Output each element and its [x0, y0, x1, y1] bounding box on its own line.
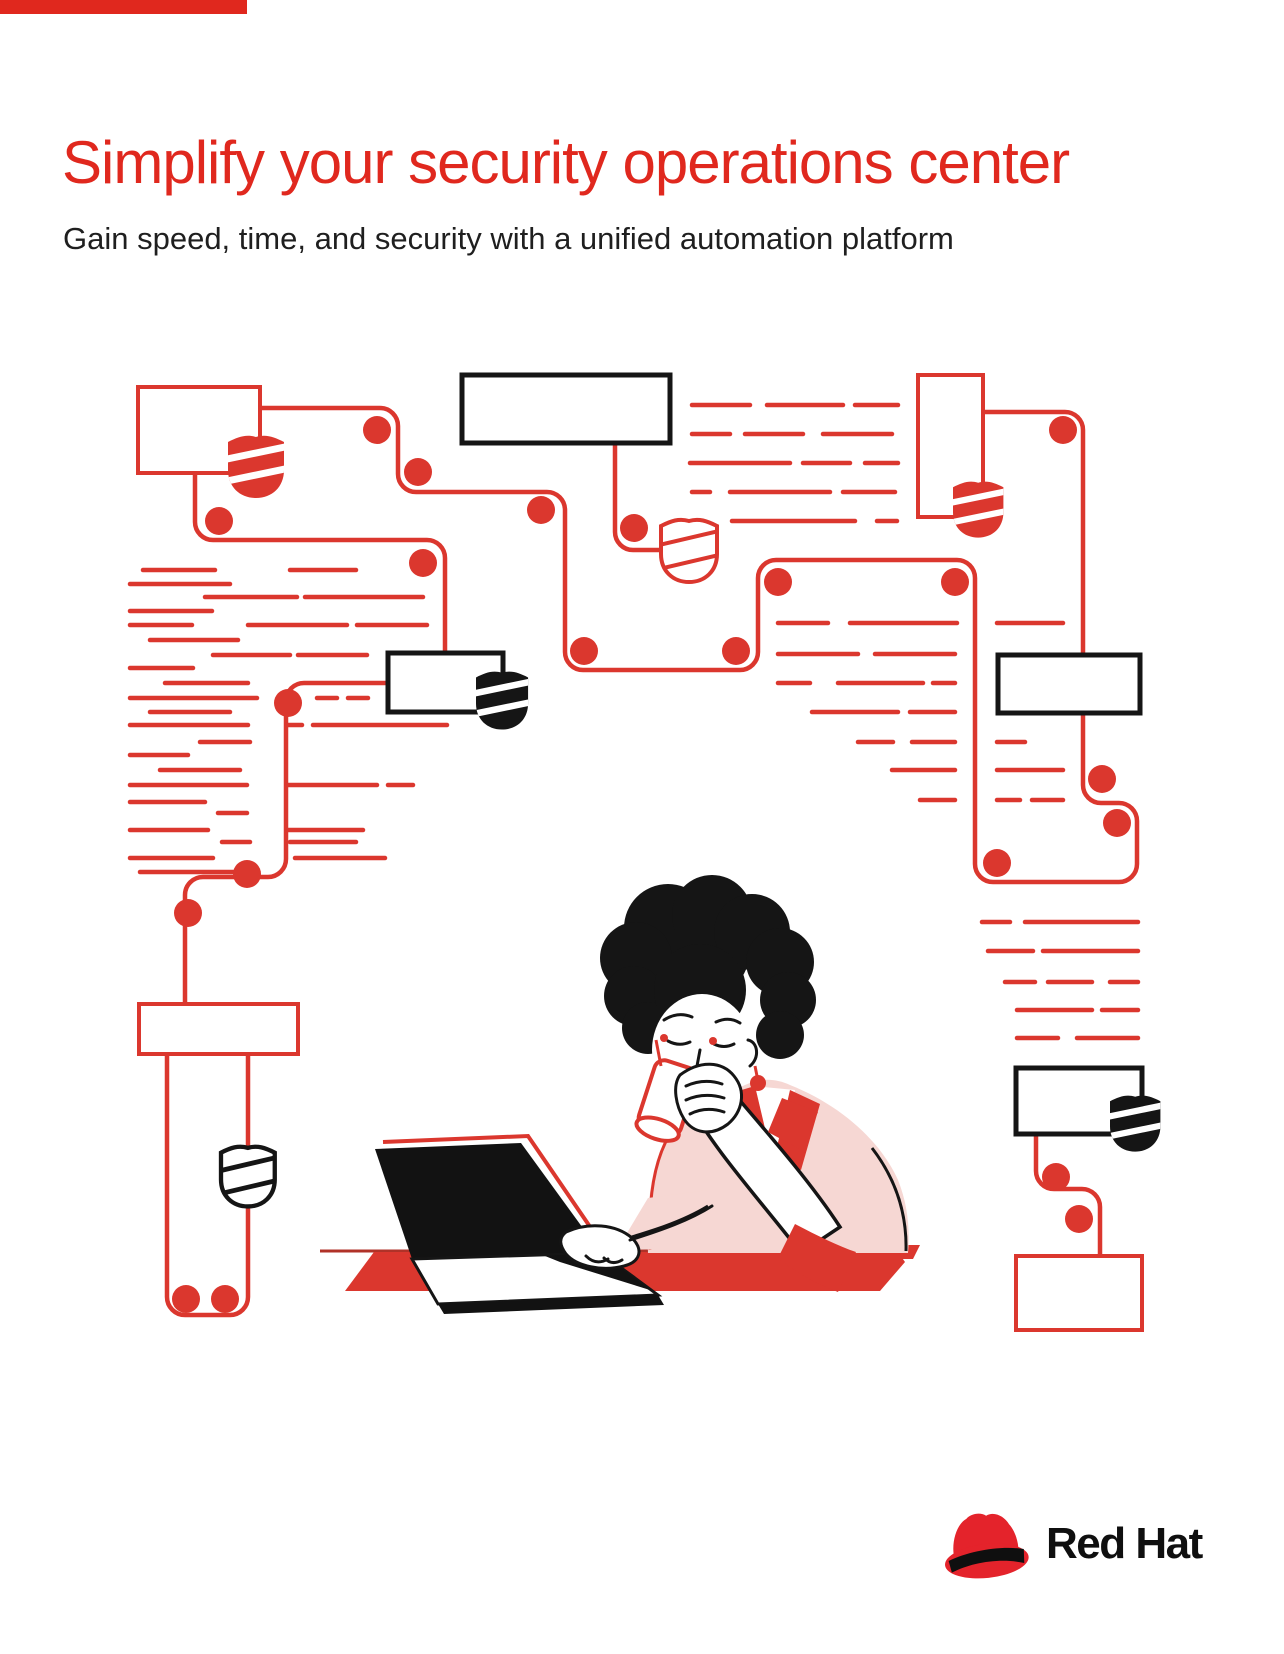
person-face-red-accents — [660, 1034, 717, 1045]
connector-dot — [1103, 809, 1131, 837]
connector-dot — [722, 637, 750, 665]
red-hat-logo: Red Hat — [940, 1505, 1203, 1583]
workflow-connectors — [164, 405, 1140, 1318]
connector-c-f — [182, 680, 390, 1004]
person-illustration — [320, 875, 920, 1314]
node-box-red-bottomleft — [137, 1002, 300, 1056]
brand-accent-bar — [0, 0, 247, 14]
person-hand-mug — [674, 1062, 744, 1134]
connector-dot — [983, 849, 1011, 877]
red-hat-fedora-icon — [945, 1513, 1029, 1579]
connector-main — [258, 405, 1140, 885]
connector-dot — [1088, 765, 1116, 793]
connector-dot — [274, 689, 302, 717]
mug-spout-line — [654, 1039, 663, 1067]
node-box-black-midright — [995, 652, 1143, 716]
person-face-features — [662, 1013, 758, 1068]
sleeve-red-elbow — [778, 1224, 856, 1292]
laptop-hinge — [545, 1253, 650, 1290]
connector-dot — [172, 1285, 200, 1313]
sleeve-red-band — [768, 1098, 818, 1150]
connector-dot — [764, 568, 792, 596]
page-subtitle: Gain speed, time, and security with a un… — [63, 221, 954, 256]
earring-wire — [753, 1065, 759, 1077]
connector-dot — [205, 507, 233, 535]
shield-icon-red-filled — [228, 435, 284, 498]
connector-a-c — [192, 473, 448, 653]
red-hat-logo-text: Red Hat — [1046, 1519, 1203, 1568]
person-hair — [600, 875, 816, 1059]
node-box-red-bottomright — [1014, 1254, 1144, 1332]
connector-dot — [363, 416, 391, 444]
connector-f-u — [164, 1054, 251, 1318]
shield-icon-black-filled — [476, 671, 529, 730]
connector-dot — [174, 899, 202, 927]
connector-dot — [211, 1285, 239, 1313]
person-hand-keyboard-fingers — [584, 1204, 714, 1265]
connector-dot — [233, 860, 261, 888]
connector-dot — [527, 496, 555, 524]
laptop-screen — [375, 1143, 601, 1259]
earring — [750, 1075, 766, 1091]
connector-dot — [404, 458, 432, 486]
page-title: Simplify your security operations center — [62, 129, 1070, 197]
shield-icon-red-filled — [953, 481, 1004, 538]
shield-icon-black-outline — [215, 1147, 280, 1207]
connector-dot — [620, 514, 648, 542]
person-hand-keyboard — [559, 1224, 641, 1270]
person-torso-right-edge — [870, 1147, 908, 1252]
node-box-black-top — [459, 372, 673, 446]
person-hand-mug-fingers — [684, 1079, 726, 1116]
connector-b-shield — [612, 443, 663, 553]
connector-dot — [1042, 1163, 1070, 1191]
connector-dot — [409, 549, 437, 577]
connector-e-g — [1033, 1134, 1103, 1256]
connector-dot — [570, 637, 598, 665]
connector-dot — [941, 568, 969, 596]
shield-icon-black-filled — [1110, 1095, 1161, 1152]
laptop-front-edge — [438, 1295, 664, 1314]
connector-dot — [1065, 1205, 1093, 1233]
person-raised-arm — [685, 1086, 843, 1256]
laptop-red-outline — [382, 1133, 612, 1258]
connector-dot — [1049, 416, 1077, 444]
connector-dots — [172, 416, 1131, 1313]
shield-icon-red-outline — [659, 517, 719, 584]
